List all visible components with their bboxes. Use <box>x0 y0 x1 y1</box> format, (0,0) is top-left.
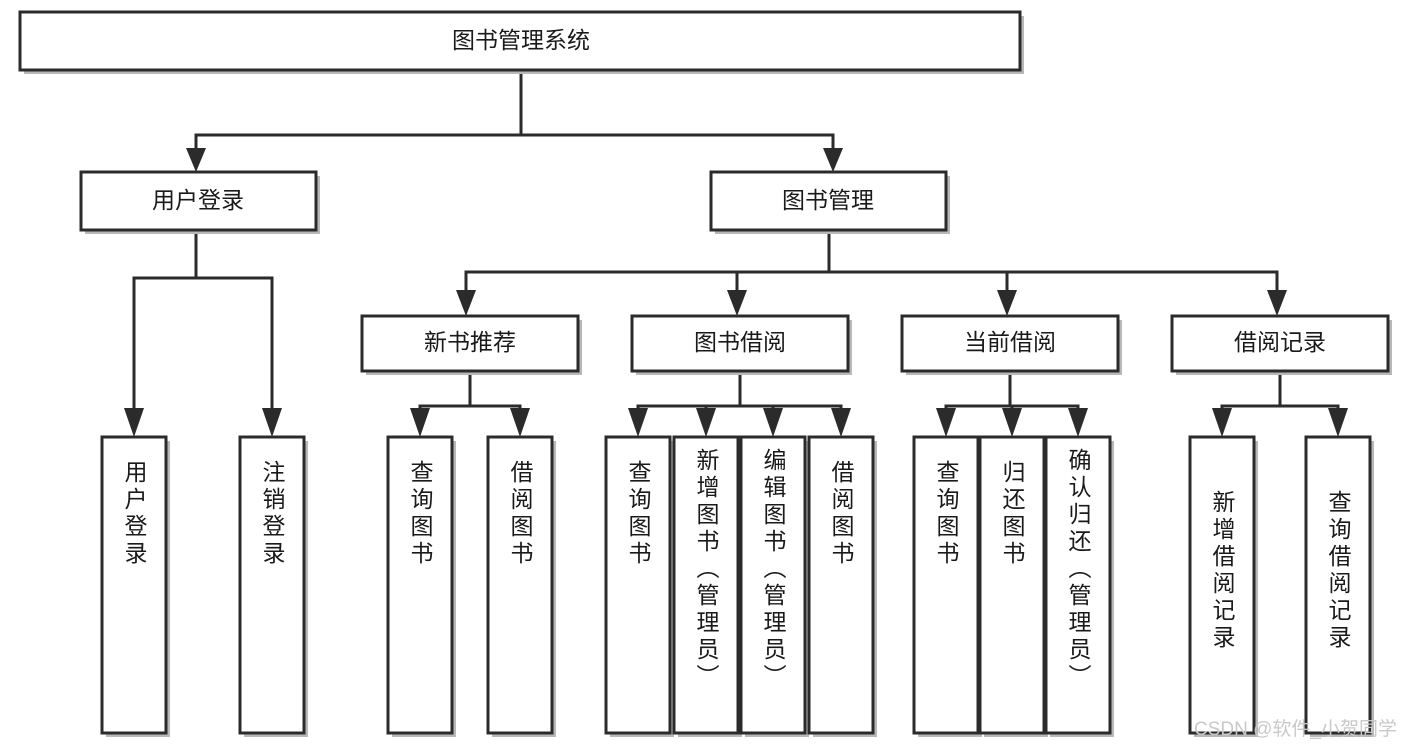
borrow-record-box <box>1170 314 1390 373</box>
node-current-borrow[interactable]: 当前借阅 <box>900 314 1122 375</box>
leaf-borrow-edit[interactable]: 编辑图书（管理员） <box>739 435 809 737</box>
leaf-cur-return-label: 归还图书 <box>999 460 1026 568</box>
leaf-cur-query-label: 查询图书 <box>933 460 960 568</box>
leaf-rec-query-record-label: 查询借阅记录 <box>1325 490 1352 652</box>
arrow-leaf-cur-confirm <box>1068 408 1088 437</box>
leaf-borrow-query-label: 查询图书 <box>625 460 652 568</box>
arrow-leaf-borrow-add <box>696 408 716 437</box>
book-manage-label: 图书管理 <box>782 187 874 213</box>
leaf-user-logout-box <box>238 435 306 735</box>
arrow-leaf-rec-borrow <box>510 408 530 437</box>
leaf-borrow-lend[interactable]: 借阅图书 <box>807 435 877 737</box>
arrow-leaf-rec-query <box>410 408 430 437</box>
node-book-borrow[interactable]: 图书借阅 <box>630 314 852 375</box>
arrow-leaf-user-login <box>124 408 144 437</box>
leaf-cur-confirm-label: 确认归还（管理员） <box>1065 448 1092 691</box>
arrow-current-borrow <box>997 290 1017 316</box>
leaf-borrow-add[interactable]: 新增图书（管理员） <box>672 435 742 737</box>
book-borrow-box <box>630 314 850 373</box>
arrow-new-book-rec <box>456 290 476 316</box>
leaf-rec-query-record-box <box>1304 435 1372 735</box>
arrow-leaf-user-logout <box>262 408 282 437</box>
book-manage-box <box>709 170 948 232</box>
node-borrow-record[interactable]: 借阅记录 <box>1170 314 1392 375</box>
node-user-login[interactable]: 用户登录 <box>79 170 320 234</box>
leaf-user-logout[interactable]: 注销登录 <box>238 435 308 737</box>
leaf-user-logout-label: 注销登录 <box>259 460 286 568</box>
leaf-cur-return[interactable]: 归还图书 <box>978 435 1048 737</box>
user-login-label: 用户登录 <box>152 187 244 213</box>
arrow-user-login <box>186 148 206 172</box>
leaf-borrow-edit-box <box>739 435 807 735</box>
arrow-leaf-rec-query-record <box>1328 408 1348 437</box>
node-new-book-rec[interactable]: 新书推荐 <box>360 314 582 375</box>
current-borrow-label: 当前借阅 <box>964 329 1056 355</box>
leaf-cur-query-box <box>912 435 980 735</box>
leaf-borrow-query[interactable]: 查询图书 <box>604 435 674 737</box>
leaf-user-login-box <box>100 435 168 735</box>
leaf-user-login[interactable]: 用户登录 <box>100 435 170 737</box>
borrow-record-label: 借阅记录 <box>1234 329 1326 355</box>
leaf-rec-borrow[interactable]: 借阅图书 <box>486 435 556 737</box>
node-root[interactable]: 图书管理系统 <box>18 10 1024 74</box>
leaf-rec-query-record[interactable]: 查询借阅记录 <box>1304 435 1374 737</box>
leaf-rec-query-box <box>386 435 454 735</box>
leaf-rec-borrow-label: 借阅图书 <box>507 460 534 568</box>
csdn-watermark: CSDN @软件_小贺同学 <box>1194 718 1397 740</box>
leaf-rec-add-box <box>1188 435 1256 735</box>
arrow-leaf-rec-add <box>1212 408 1232 437</box>
new-book-rec-label: 新书推荐 <box>424 329 516 355</box>
leaf-cur-query[interactable]: 查询图书 <box>912 435 982 737</box>
new-book-rec-box <box>360 314 580 373</box>
leaf-borrow-query-box <box>604 435 672 735</box>
leaf-cur-return-box <box>978 435 1046 735</box>
arrow-leaf-borrow-edit <box>763 408 783 437</box>
arrow-book-borrow <box>727 290 747 316</box>
leaf-borrow-add-box <box>672 435 740 735</box>
leaf-cur-confirm[interactable]: 确认归还（管理员） <box>1044 435 1114 737</box>
root-label: 图书管理系统 <box>452 27 590 53</box>
arrow-leaf-borrow-lend <box>831 408 851 437</box>
arrow-leaf-cur-return <box>1002 408 1022 437</box>
leaf-borrow-lend-box <box>807 435 875 735</box>
leaf-borrow-add-label: 新增图书（管理员） <box>693 448 720 691</box>
root-box <box>18 10 1022 72</box>
leaf-rec-add[interactable]: 新增借阅记录 <box>1188 435 1258 737</box>
leaf-rec-add-label: 新增借阅记录 <box>1209 490 1236 652</box>
leaf-borrow-edit-label: 编辑图书（管理员） <box>760 448 787 691</box>
leaf-user-login-label: 用户登录 <box>121 460 148 568</box>
arrow-leaf-cur-query <box>936 408 956 437</box>
book-borrow-label: 图书借阅 <box>694 329 786 355</box>
connector-layer <box>124 68 1348 437</box>
node-book-manage[interactable]: 图书管理 <box>709 170 950 234</box>
leaf-borrow-lend-label: 借阅图书 <box>828 460 855 568</box>
current-borrow-box <box>900 314 1120 373</box>
arrow-book-manage <box>823 148 843 172</box>
leaf-rec-query[interactable]: 查询图书 <box>386 435 456 737</box>
arrow-borrow-record <box>1267 290 1287 316</box>
user-login-box <box>79 170 318 232</box>
leaf-cur-confirm-box <box>1044 435 1112 735</box>
leaf-rec-query-label: 查询图书 <box>407 460 434 568</box>
arrow-leaf-borrow-query <box>628 408 648 437</box>
leaf-rec-borrow-box <box>486 435 554 735</box>
